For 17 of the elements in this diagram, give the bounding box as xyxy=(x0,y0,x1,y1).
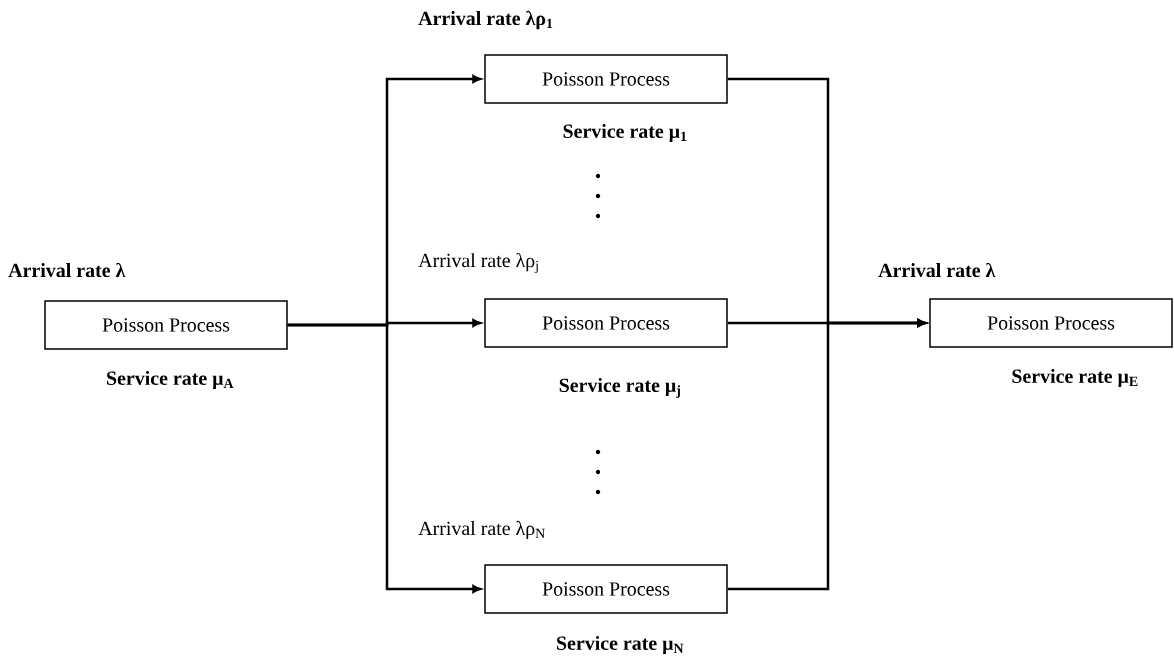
arrival-rate-label: Arrival rate λ xyxy=(878,262,996,278)
process-box: Poisson Process xyxy=(929,298,1173,348)
arrival-rate-label: Arrival rate λρ$_{N}$ xyxy=(418,520,545,540)
arrival-rate-label: Arrival rate λ xyxy=(8,262,126,278)
service-rate-label: Service rate μ$_{1}$ xyxy=(563,123,687,142)
arrival-rate-label: Arrival rate λρ$_{1}$ xyxy=(418,10,553,30)
process-box: Poisson Process xyxy=(484,564,728,614)
service-rate-label: Service rate μ$_{A}$ xyxy=(107,370,234,389)
arrival-rate-label: Arrival rate λρ$_{j}$ xyxy=(418,252,538,274)
process-box: Poisson Process xyxy=(484,54,728,104)
service-rate-label: Service rate μ$_{j}$ xyxy=(559,378,680,398)
process-box: Poisson Process xyxy=(44,300,288,350)
arrow xyxy=(727,319,926,591)
service-rate-label: Service rate μ$_{N}$ xyxy=(557,635,684,654)
arrow xyxy=(287,323,481,593)
service-rate-label: Service rate μ$_{E}$ xyxy=(1012,368,1138,387)
process-box: Poisson Process xyxy=(484,298,728,348)
